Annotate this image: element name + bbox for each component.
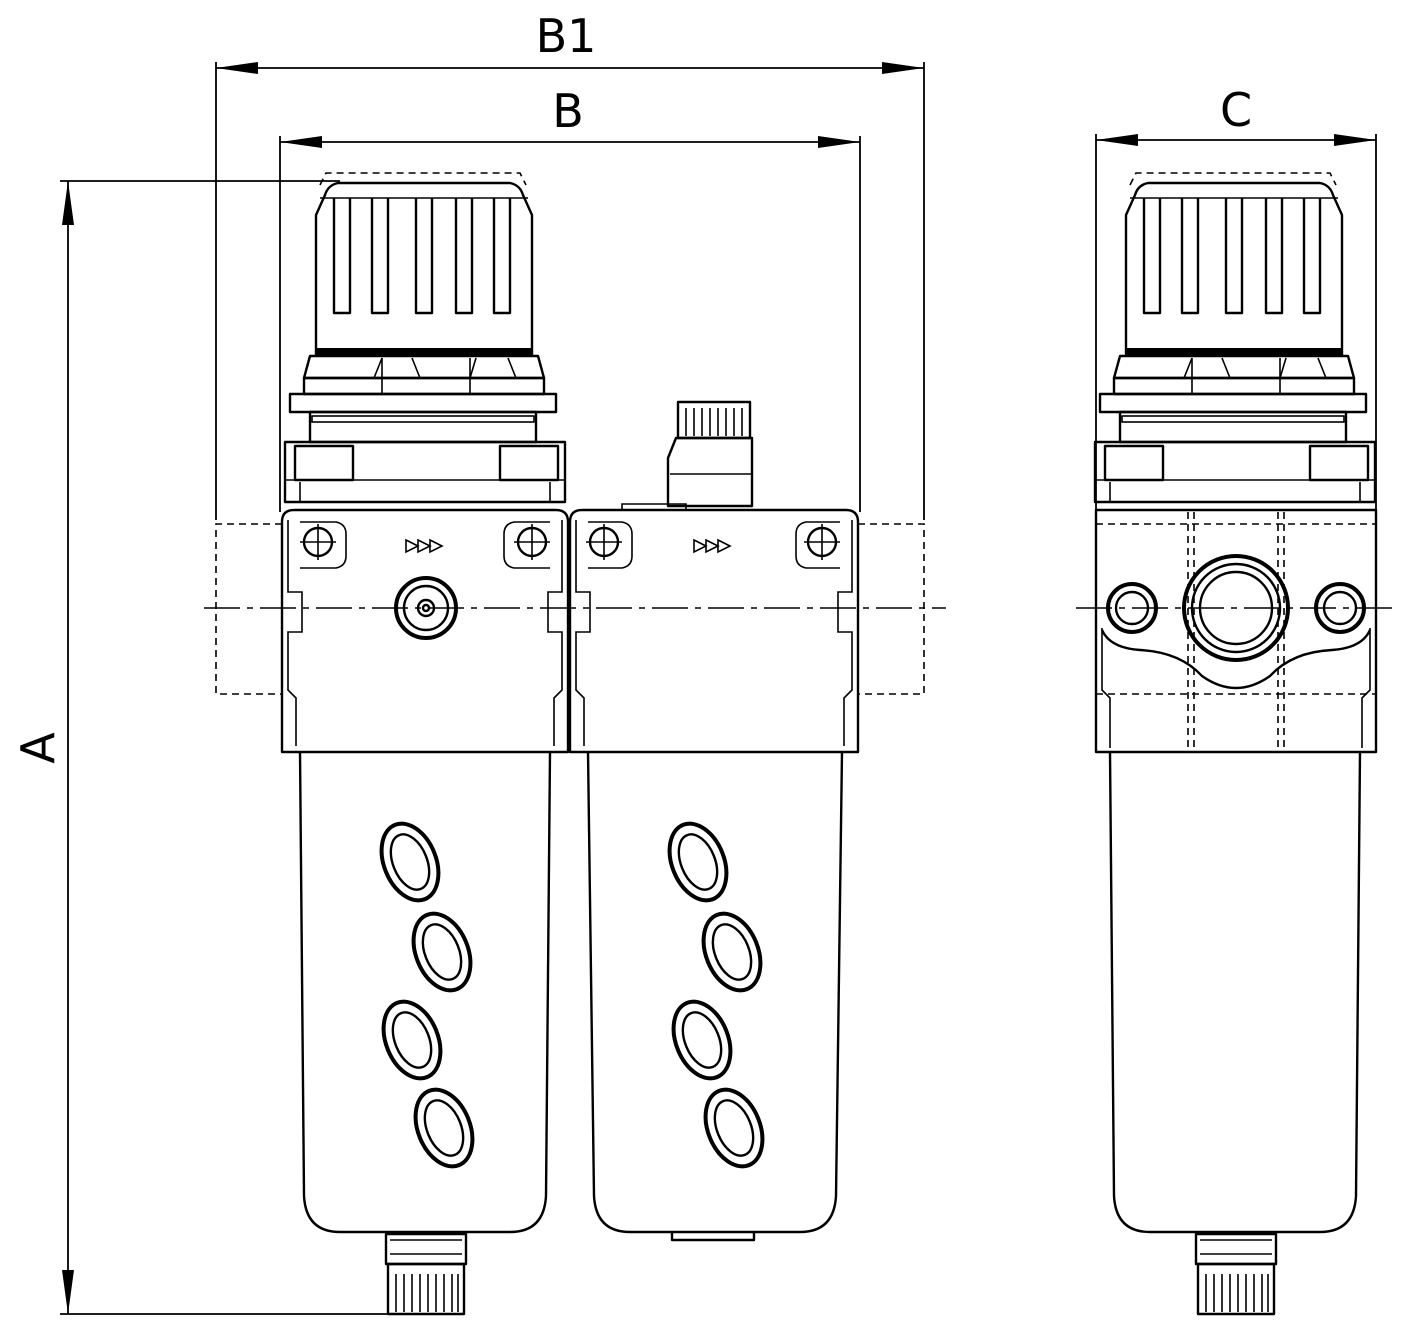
oil-fill-plug (666, 400, 754, 508)
body-side (1094, 508, 1378, 754)
dimension-a (60, 180, 400, 1315)
filter-bowl (298, 751, 552, 1234)
side-view (1076, 171, 1396, 1316)
regulator-body (280, 508, 570, 754)
regulator-knob (283, 171, 567, 504)
dimension-b (279, 136, 861, 512)
dimension-b-label: B (552, 84, 584, 138)
front-view (204, 171, 946, 1316)
dimension-b1-label: B1 (536, 9, 597, 63)
dimension-a-label: A (11, 732, 65, 764)
drain-valve (384, 1232, 468, 1316)
lubricator-body (568, 503, 860, 754)
drain-valve-side (1194, 1232, 1278, 1316)
dimension-c-label: C (1220, 83, 1252, 137)
bowl-side (1108, 751, 1362, 1234)
regulator-knob-side (1093, 171, 1377, 504)
dimension-b1 (215, 62, 925, 520)
lubricator-bowl (586, 751, 844, 1242)
